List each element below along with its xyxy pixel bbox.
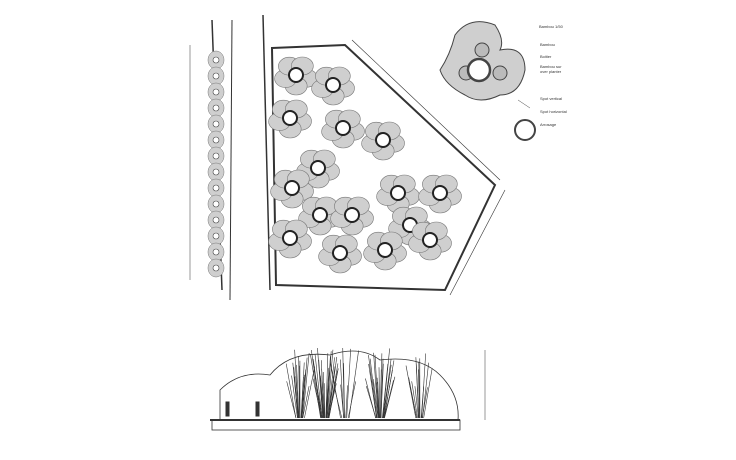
bamboo-clusters — [269, 57, 462, 273]
bamboo-cluster — [275, 57, 318, 95]
bamboo-cluster — [319, 235, 362, 273]
person-figure — [226, 402, 229, 416]
bamboo-stalks — [286, 348, 432, 418]
section-drawing — [210, 348, 460, 430]
bamboo-cluster — [269, 100, 312, 138]
bamboo-cluster — [312, 67, 355, 105]
bamboo-strip — [208, 51, 224, 277]
legend-item: Bambou — [540, 42, 555, 47]
spot-icon — [518, 100, 530, 108]
legend-item: over planter — [540, 69, 561, 74]
legend-item: Arrosage — [540, 122, 556, 127]
legend-cluster — [440, 22, 535, 140]
bamboo-cluster — [409, 222, 452, 260]
legend-item: Spot horizontal — [540, 109, 567, 114]
legend-item: Spot vertical — [540, 96, 562, 101]
legend-item: Boitier — [540, 54, 551, 59]
bamboo-cluster — [322, 110, 365, 148]
bamboo-cluster — [331, 197, 374, 235]
bamboo-cluster — [364, 232, 407, 270]
wall-right — [263, 15, 270, 290]
bamboo-cluster — [362, 122, 405, 160]
arrosage-icon — [515, 120, 535, 140]
person-figure — [256, 402, 259, 416]
legend-title: Bambou 1/50 — [539, 24, 563, 29]
bamboo-cluster — [419, 175, 462, 213]
wall-line — [230, 20, 232, 300]
